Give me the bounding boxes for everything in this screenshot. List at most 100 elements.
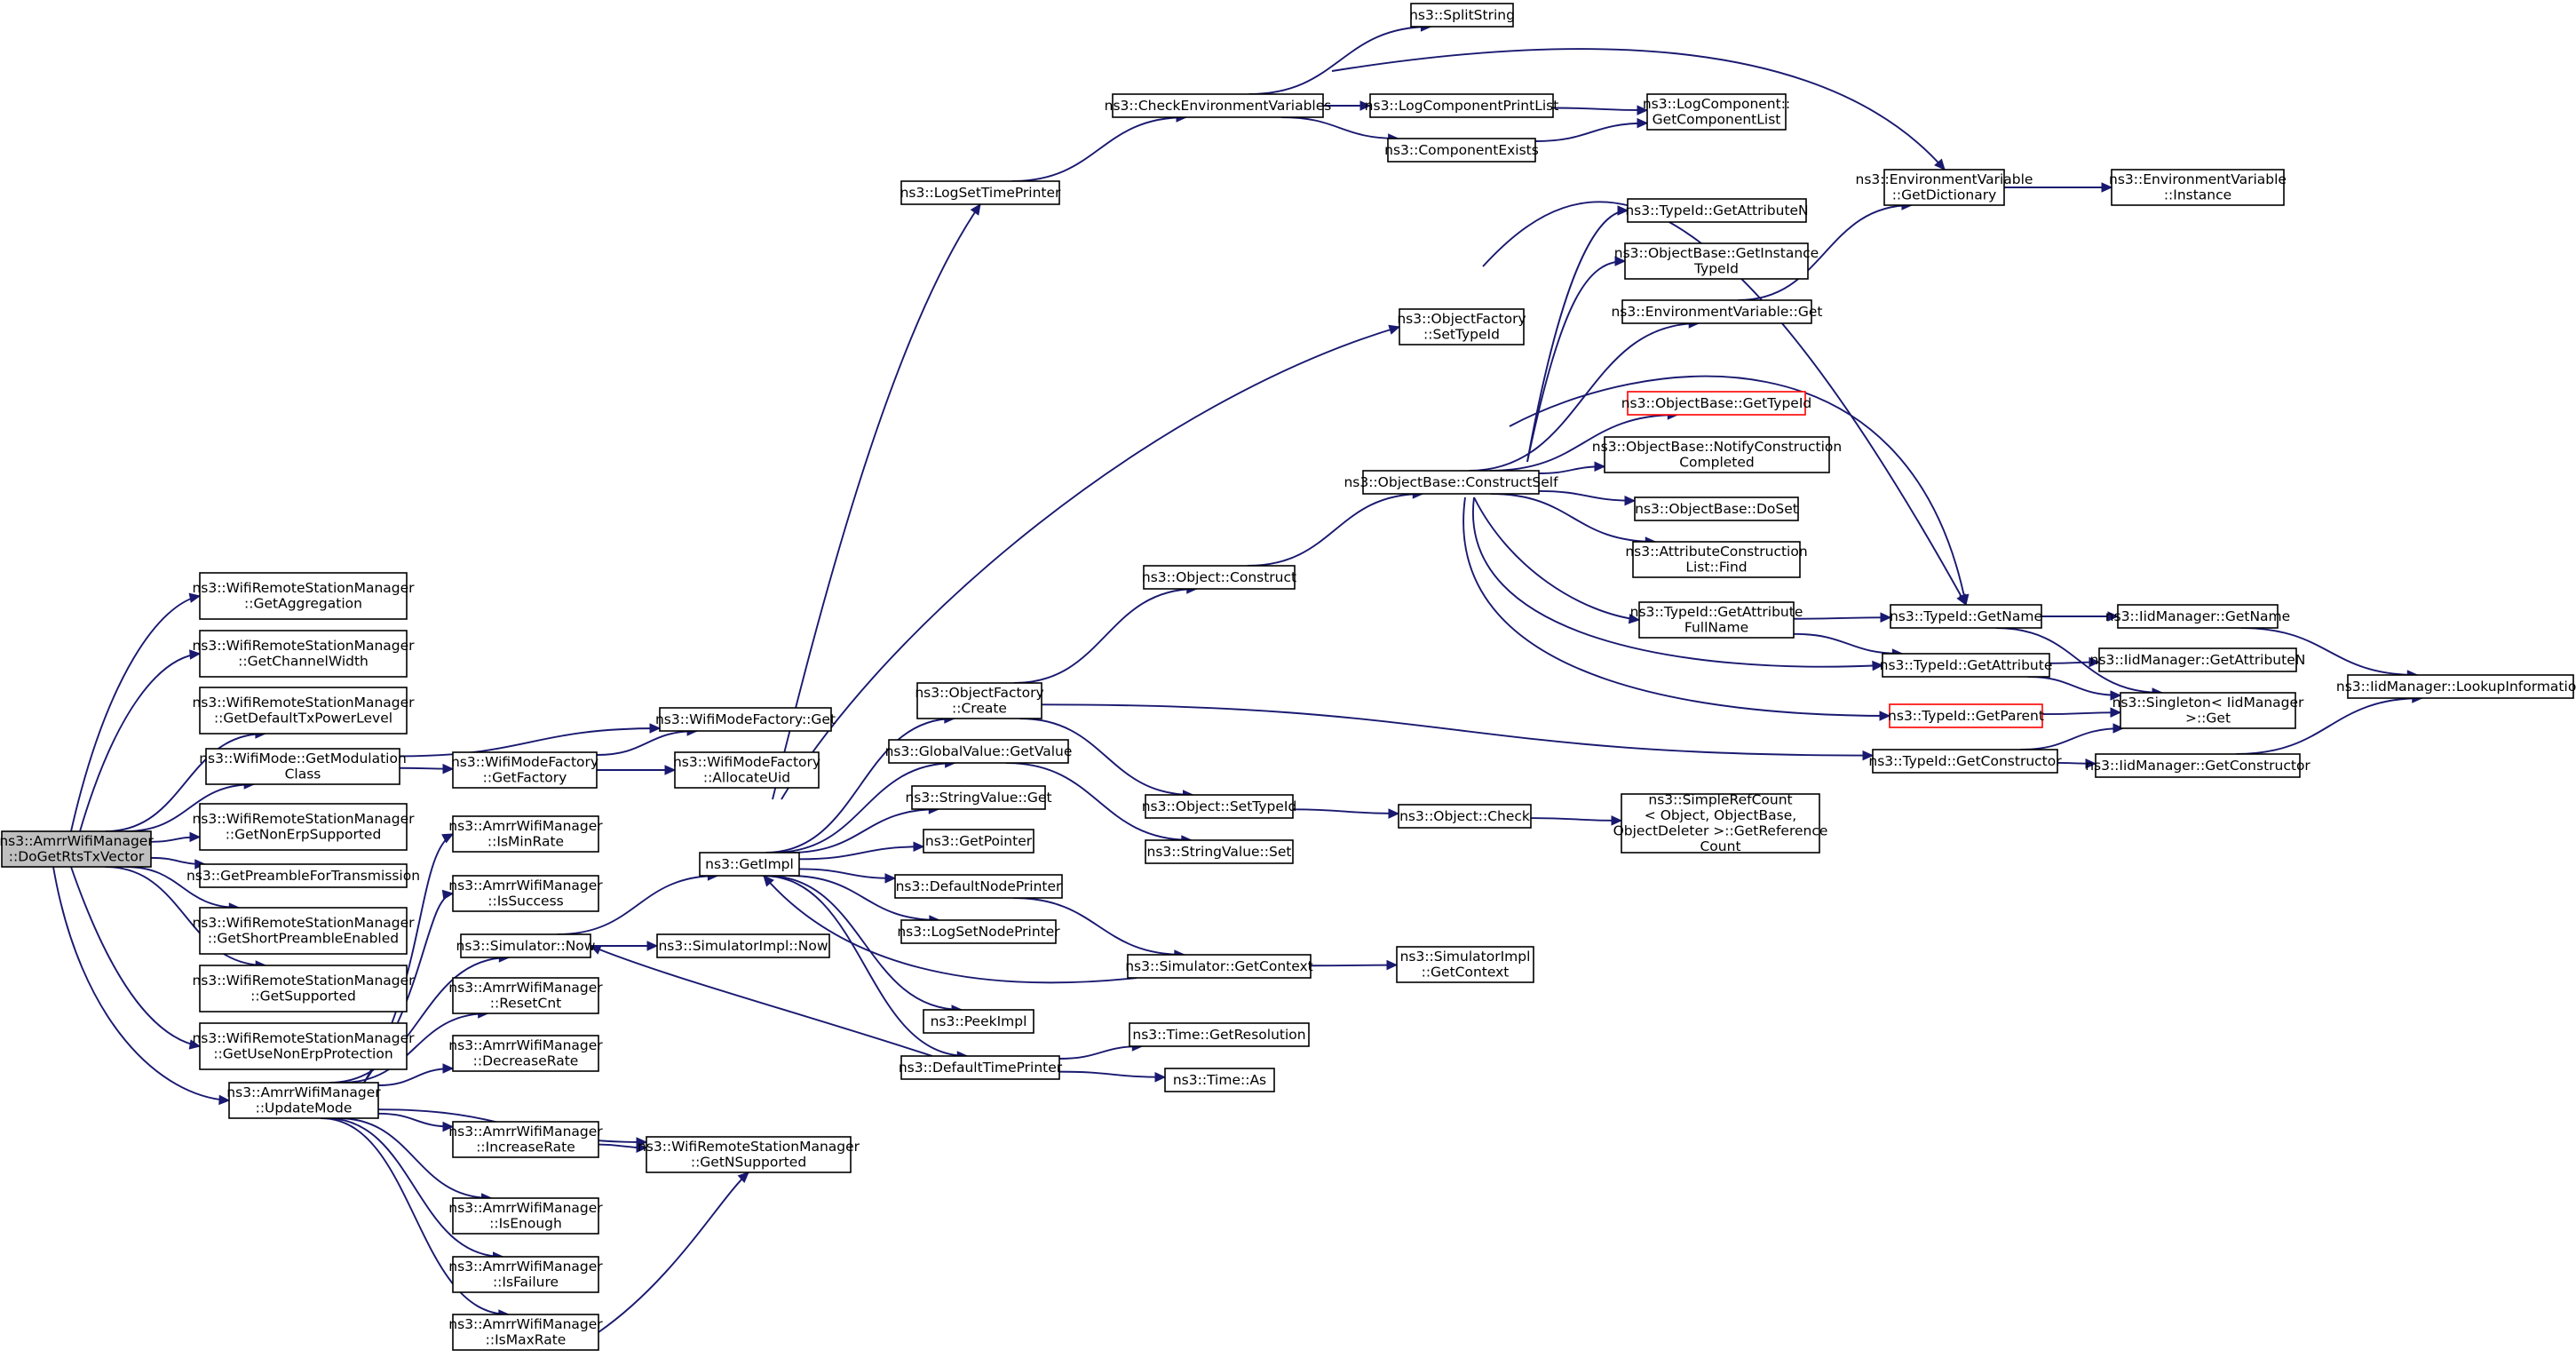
node-defaultTimePrinter[interactable]: ns3::DefaultTimePrinter — [899, 1055, 1063, 1080]
node-getReferenceCount[interactable]: ns3::SimpleRefCount< Object, ObjectBase,… — [1613, 792, 1828, 855]
node-typeIdGetConstructor[interactable]: ns3::TypeId::GetConstructor — [1868, 749, 2062, 774]
node-envInstance[interactable]: ns3::EnvironmentVariable::Instance — [2109, 169, 2287, 206]
node-box — [452, 815, 599, 853]
node-splitString[interactable]: ns3::SplitString — [1409, 3, 1515, 28]
node-simulatorImplNow[interactable]: ns3::SimulatorImpl::Now — [656, 933, 830, 958]
node-getShortPreambleEnabled[interactable]: ns3::WifiRemoteStationManager::GetShortP… — [192, 907, 415, 955]
node-label: Class — [285, 766, 321, 782]
edge-constructSelf-to-typeIdGetName — [1509, 375, 1970, 607]
node-simulatorGetContext[interactable]: ns3::Simulator::GetContext — [1125, 954, 1313, 979]
node-getDefaultTxPowerLevel[interactable]: ns3::WifiRemoteStationManager::GetDefaul… — [192, 687, 415, 735]
node-iidGetAttributeN[interactable]: ns3::IidManager::GetAttributeN — [2090, 647, 2306, 672]
node-getChannelWidth[interactable]: ns3::WifiRemoteStationManager::GetChanne… — [192, 630, 415, 678]
node-envGet[interactable]: ns3::EnvironmentVariable::Get — [1611, 299, 1823, 324]
node-doSet[interactable]: ns3::ObjectBase::DoSet — [1634, 496, 1799, 521]
node-label: ::GetDictionary — [1892, 187, 1997, 203]
node-isMaxRate[interactable]: ns3::AmrrWifiManager::IsMaxRate — [448, 1314, 603, 1351]
node-objectFactorySetTypeId[interactable]: ns3::ObjectFactory::SetTypeId — [1397, 308, 1526, 345]
node-iidGetName[interactable]: ns3::IidManager::GetName — [2105, 604, 2290, 629]
edge-arrowhead — [1624, 495, 1637, 506]
node-logComponentPrintList[interactable]: ns3::LogComponentPrintList — [1365, 93, 1559, 118]
node-isFailure[interactable]: ns3::AmrrWifiManager::IsFailure — [448, 1256, 603, 1293]
node-peekImpl[interactable]: ns3::PeekImpl — [923, 1009, 1034, 1034]
node-resetCnt[interactable]: ns3::AmrrWifiManager::ResetCnt — [448, 977, 603, 1014]
edge-line — [2236, 697, 2422, 755]
node-increaseRate[interactable]: ns3::AmrrWifiManager::IncreaseRate — [448, 1121, 603, 1158]
node-decreaseRate[interactable]: ns3::AmrrWifiManager::DecreaseRate — [448, 1035, 603, 1072]
call-edges — [52, 21, 2423, 1333]
node-objectSetTypeId[interactable]: ns3::Object::SetTypeId — [1142, 794, 1297, 819]
node-simulatorNow[interactable]: ns3::Simulator::Now — [456, 933, 596, 958]
node-timeGetResolution[interactable]: ns3::Time::GetResolution — [1129, 1022, 1310, 1047]
node-lookupInformation[interactable]: ns3::IidManager::LookupInformation — [2336, 674, 2576, 699]
node-root[interactable]: ns3::AmrrWifiManager::DoGetRtsTxVector — [0, 830, 154, 868]
node-getPreambleForTransmission[interactable]: ns3::GetPreambleForTransmission — [186, 863, 420, 888]
node-label: ns3::WifiRemoteStationManager — [192, 915, 415, 931]
node-getAggregation[interactable]: ns3::WifiRemoteStationManager::GetAggreg… — [192, 572, 415, 620]
node-box — [1883, 169, 2005, 206]
node-getNonErpSupported[interactable]: ns3::WifiRemoteStationManager::GetNonErp… — [192, 803, 415, 851]
edge-arrowhead — [442, 763, 455, 774]
node-getUseNonErpProtection[interactable]: ns3::WifiRemoteStationManager::GetUseNon… — [192, 1022, 415, 1070]
node-logSetTimePrinter[interactable]: ns3::LogSetTimePrinter — [900, 180, 1061, 205]
node-globalValueGetValue[interactable]: ns3::GlobalValue::GetValue — [885, 739, 1073, 764]
edge-typeIdGetConstructor-to-singletonGet — [2020, 723, 2125, 750]
node-logSetNodePrinter[interactable]: ns3::LogSetNodePrinter — [897, 919, 1060, 944]
node-isEnough[interactable]: ns3::AmrrWifiManager::IsEnough — [448, 1197, 603, 1235]
node-envGetDictionary[interactable]: ns3::EnvironmentVariable::GetDictionary — [1856, 169, 2033, 206]
node-getPointer[interactable]: ns3::GetPointer — [923, 829, 1034, 854]
node-getSupported[interactable]: ns3::WifiRemoteStationManager::GetSuppor… — [192, 965, 415, 1013]
node-label: ::IsEnough — [489, 1216, 562, 1232]
node-defaultNodePrinter[interactable]: ns3::DefaultNodePrinter — [894, 874, 1063, 899]
edge-arrowhead — [188, 1039, 202, 1050]
node-objectFactoryCreate[interactable]: ns3::ObjectFactory::Create — [915, 682, 1044, 719]
node-objectBaseGetTypeId[interactable]: ns3::ObjectBase::GetTypeId — [1621, 391, 1812, 416]
node-label: ns3::LogSetTimePrinter — [900, 185, 1061, 201]
node-constructSelf[interactable]: ns3::ObjectBase::ConstructSelf — [1343, 470, 1558, 495]
node-box — [199, 1022, 408, 1070]
node-box — [659, 707, 832, 732]
node-stringValueSet[interactable]: ns3::StringValue::Set — [1145, 839, 1294, 864]
node-getFactory[interactable]: ns3::WifiModeFactory::GetFactory — [451, 751, 598, 789]
node-box — [900, 1055, 1060, 1080]
node-isSuccess[interactable]: ns3::AmrrWifiManager::IsSuccess — [448, 875, 603, 912]
node-updateMode[interactable]: ns3::AmrrWifiManager::UpdateMode — [226, 1082, 381, 1119]
node-typeIdGetAttributeN[interactable]: ns3::TypeId::GetAttributeN — [1625, 198, 1809, 223]
node-componentExists[interactable]: ns3::ComponentExists — [1384, 138, 1539, 163]
node-typeIdGetName[interactable]: ns3::TypeId::GetName — [1890, 604, 2042, 629]
node-label: ns3::WifiModeFactory::Get — [655, 711, 836, 727]
node-timeAs[interactable]: ns3::Time::As — [1164, 1068, 1275, 1092]
node-label: ns3::CheckEnvironmentVariables — [1105, 98, 1332, 114]
node-isMinRate[interactable]: ns3::AmrrWifiManager::IsMinRate — [448, 815, 603, 853]
node-notifyConstructionCompleted[interactable]: ns3::ObjectBase::NotifyConstructionCompl… — [1592, 436, 1842, 473]
edge-arrowhead — [1388, 808, 1400, 819]
node-box — [894, 874, 1063, 899]
node-getComponentList[interactable]: ns3::LogComponent::GetComponentList — [1643, 93, 1790, 131]
node-objectCheck[interactable]: ns3::Object::Check — [1398, 804, 1532, 829]
node-allocateUid[interactable]: ns3::WifiModeFactory::AllocateUid — [673, 751, 820, 789]
node-typeIdGetAttribute[interactable]: ns3::TypeId::GetAttribute — [1880, 653, 2053, 678]
node-label: ns3::WifiRemoteStationManager — [192, 811, 415, 827]
node-getImpl[interactable]: ns3::GetImpl — [699, 852, 800, 877]
node-typeIdGetParent[interactable]: ns3::TypeId::GetParent — [1888, 703, 2044, 728]
node-singletonGet[interactable]: ns3::Singleton< IidManager>::Get — [2112, 692, 2304, 729]
node-label: ns3::GlobalValue::GetValue — [885, 743, 1073, 759]
node-box — [199, 803, 408, 851]
node-checkEnvVars[interactable]: ns3::CheckEnvironmentVariables — [1105, 93, 1332, 118]
node-iidGetConstructor[interactable]: ns3::IidManager::GetConstructor — [2085, 753, 2310, 778]
edge-arrowhead — [2110, 690, 2122, 701]
node-wifiModeFactoryGet[interactable]: ns3::WifiModeFactory::Get — [655, 707, 836, 732]
node-box — [923, 829, 1034, 854]
node-objectConstruct[interactable]: ns3::Object::Construct — [1142, 565, 1296, 590]
node-label: ns3::AmrrWifiManager — [448, 1200, 603, 1216]
node-getNSupported[interactable]: ns3::WifiRemoteStationManager::GetNSuppo… — [638, 1136, 860, 1173]
node-box — [199, 965, 408, 1013]
node-box — [900, 180, 1060, 205]
node-stringValueGet[interactable]: ns3::StringValue::Get — [905, 785, 1052, 810]
edge-line — [765, 875, 963, 1011]
node-simImplGetContext[interactable]: ns3::SimulatorImpl::GetContext — [1396, 946, 1534, 983]
